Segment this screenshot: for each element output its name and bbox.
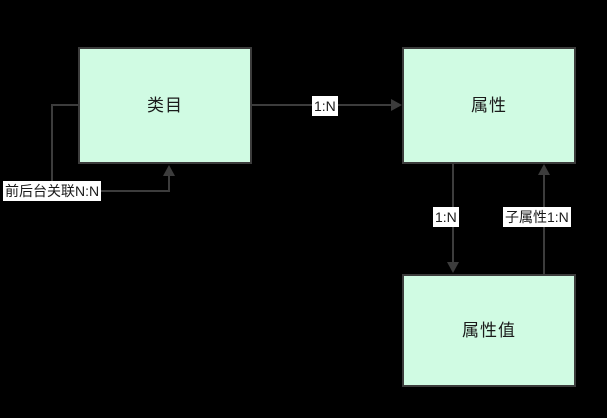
- node-category[interactable]: 类目: [78, 47, 252, 164]
- arrowhead-right-icon-category-attribute: [391, 99, 402, 111]
- node-attribute[interactable]: 属性: [402, 47, 576, 164]
- arrowhead-up-icon-category-self: [163, 165, 175, 176]
- node-attribute-value[interactable]: 属性值: [402, 274, 576, 387]
- node-category-label: 类目: [147, 96, 183, 115]
- edge-label-attribute-attributevalue: 1:N: [433, 207, 459, 227]
- edge-category-self-segment-left: [51, 104, 53, 192]
- edge-category-self-segment-bottom: [51, 190, 170, 192]
- edge-category-self-segment-riser: [168, 176, 170, 192]
- edge-label-category-self: 前后台关联N:N: [3, 181, 102, 201]
- arrowhead-down-icon-attribute-attributevalue: [447, 262, 459, 273]
- edge-category-self-segment-top: [51, 104, 80, 106]
- edge-label-attributevalue-attribute: 子属性1:N: [503, 207, 571, 227]
- node-attribute-label: 属性: [471, 96, 507, 115]
- arrowhead-up-icon-attributevalue-attribute: [538, 164, 550, 175]
- edge-label-category-attribute: 1:N: [312, 96, 338, 116]
- node-attribute-value-label: 属性值: [462, 321, 516, 340]
